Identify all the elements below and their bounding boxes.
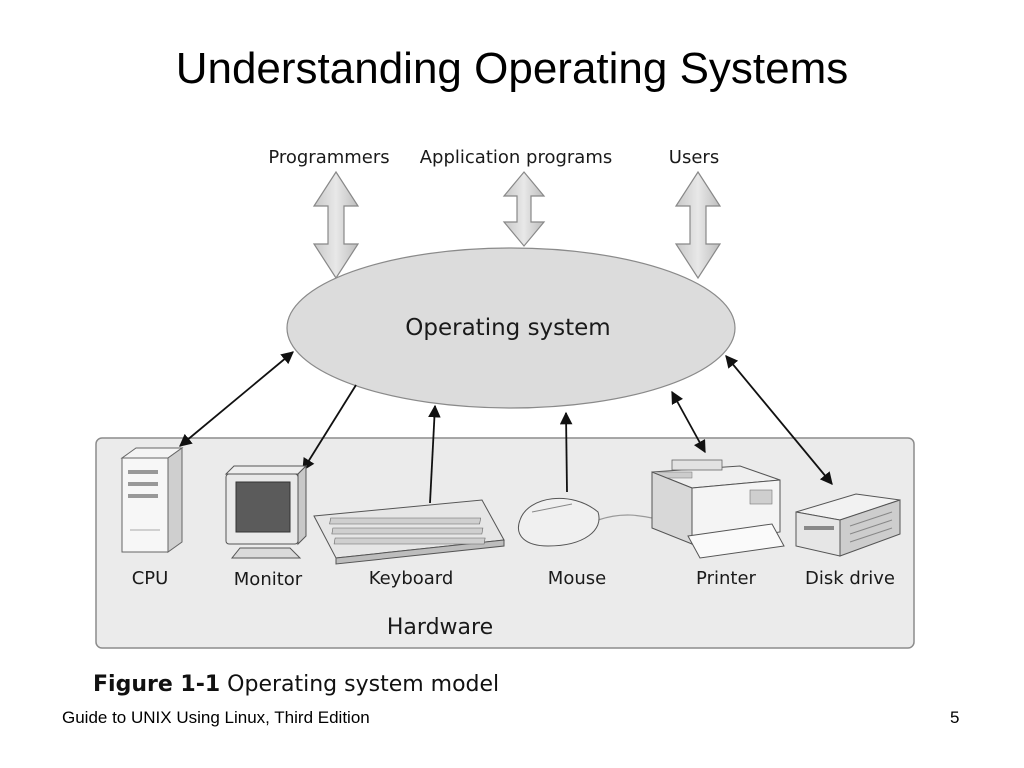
mouse-icon xyxy=(518,497,701,547)
figure-caption: Figure 1-1 Operating system model xyxy=(93,672,499,697)
printer-os-arrow xyxy=(671,390,706,454)
application-programs-double-arrow xyxy=(502,171,546,247)
label-users: Users xyxy=(669,147,719,168)
hardware-box xyxy=(95,437,915,649)
footer-book-title: Guide to UNIX Using Linux, Third Edition xyxy=(62,708,370,727)
monitor-icon xyxy=(224,464,308,559)
figure-caption-text: Operating system model xyxy=(227,672,500,697)
mouse-os-arrow xyxy=(559,411,573,493)
disk-drive-icon xyxy=(795,493,901,557)
slide-title: Understanding Operating Systems xyxy=(175,44,849,93)
label-keyboard: Keyboard xyxy=(369,568,454,589)
operating-system-ellipse xyxy=(286,247,736,409)
users-double-arrow xyxy=(674,170,722,280)
figure-number: Figure 1-1 xyxy=(93,672,221,697)
label-monitor: Monitor xyxy=(234,569,303,590)
label-application-programs: Application programs xyxy=(420,147,613,168)
label-printer: Printer xyxy=(696,568,756,589)
programmers-double-arrow xyxy=(312,170,360,280)
cpu-tower-icon xyxy=(120,447,184,553)
label-cpu: CPU xyxy=(132,568,169,589)
keyboard-icon xyxy=(313,499,505,565)
page-number: 5 xyxy=(950,708,960,727)
cpu-os-arrow xyxy=(179,351,294,447)
keyboard-os-arrow xyxy=(428,404,441,504)
label-operating-system: Operating system xyxy=(405,315,610,341)
monitor-os-arrow xyxy=(302,384,357,472)
label-programmers: Programmers xyxy=(268,147,389,168)
label-disk-drive: Disk drive xyxy=(805,568,895,589)
label-hardware: Hardware xyxy=(387,615,493,640)
label-mouse: Mouse xyxy=(548,568,606,589)
printer-icon xyxy=(651,459,785,559)
disk-os-arrow xyxy=(725,355,833,485)
